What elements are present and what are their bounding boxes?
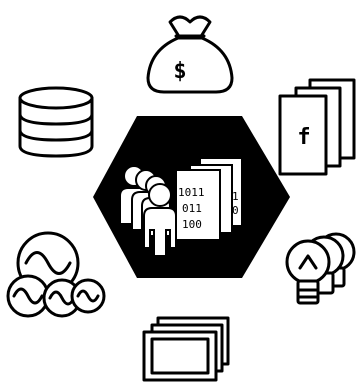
light-bulbs-icon — [285, 232, 356, 305]
monitors-icon — [142, 316, 230, 382]
money-bag-dollar-sign: $ — [173, 59, 186, 84]
sheet-bits-line-3: 100 — [182, 218, 202, 231]
team-with-data-sheets-icon: 1 0 1011 011 100 — [119, 157, 243, 257]
sheet-bits-line-1: 1011 — [178, 186, 205, 199]
function-symbol: f — [297, 125, 310, 150]
person-front-icon — [143, 183, 177, 257]
database-icon — [18, 86, 94, 158]
sheet-bits-line-2: 011 — [182, 202, 202, 215]
bulb-front-icon — [285, 239, 331, 305]
sine-wave-signals-icon — [6, 231, 106, 318]
function-documents-icon: f — [278, 78, 356, 176]
back-sheet-bit-2: 0 — [232, 204, 239, 217]
money-bag-icon: $ — [146, 15, 234, 94]
back-sheet-bit-1: 1 — [232, 190, 239, 203]
